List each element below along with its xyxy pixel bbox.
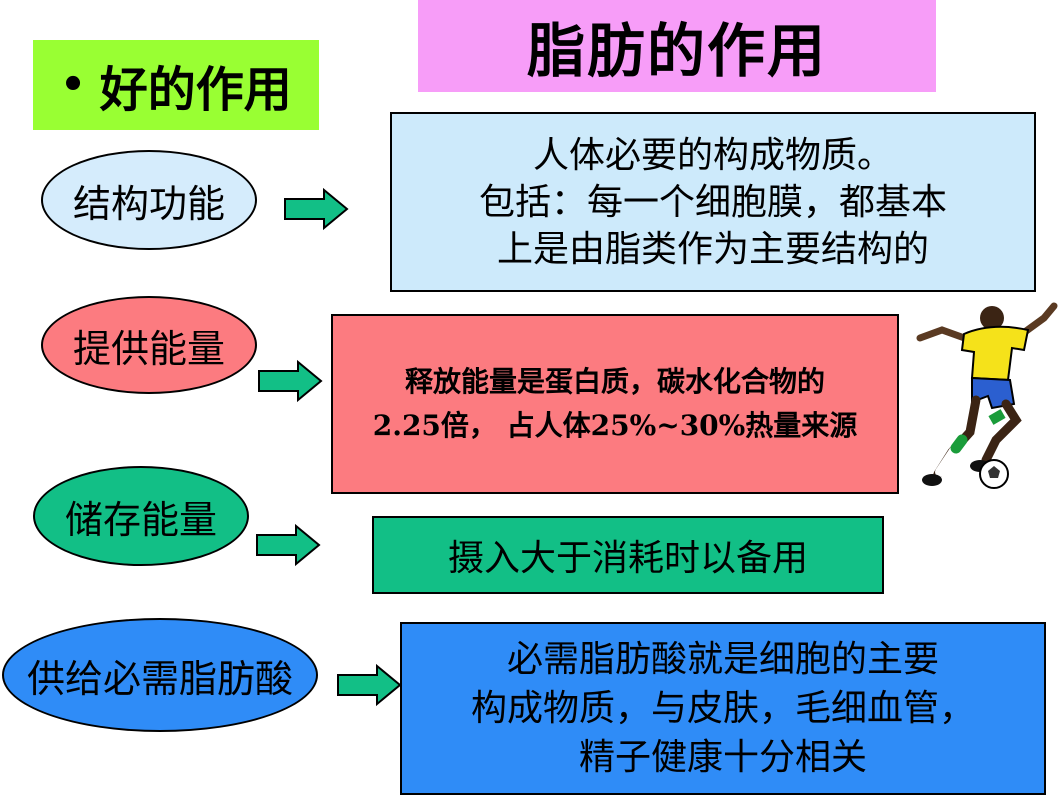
function-oval-storage: 储存能量 [33, 466, 249, 566]
arrow-right-icon [337, 663, 402, 707]
arrow-right-icon [284, 187, 349, 231]
detail-box-storage: 摄入大于消耗时以备用 [372, 516, 884, 594]
detail-line: 构成物质，与皮肤，毛细血管， [470, 688, 975, 729]
arrow-shape [284, 187, 349, 231]
bullet-icon: • [60, 62, 86, 108]
arrow-shape [337, 663, 402, 707]
soccer-player-image [916, 302, 1058, 489]
section-label: • 好的作用 [33, 40, 319, 130]
page-title: 脂肪的作用 [418, 0, 936, 92]
arrow-shape [258, 359, 323, 403]
arrow-right-icon [258, 359, 323, 403]
arrow-shape [256, 523, 321, 567]
detail-line: 精子健康十分相关 [578, 737, 867, 778]
detail-box-energy: 释放能量是蛋白质，碳水化合物的 2.25倍， 占人体25%~30%热量来源 [331, 314, 899, 494]
detail-box-structure: 人体必要的构成物质。 包括：每一个细胞膜，都基本 上是由脂类作为主要结构的 [390, 112, 1036, 292]
function-oval-structure: 结构功能 [41, 150, 257, 250]
detail-line: 必需脂肪酸就是细胞的主要 [506, 639, 939, 680]
section-label-text: 好的作用 [99, 62, 292, 118]
detail-line: 释放能量是蛋白质，碳水化合物的 [404, 365, 825, 398]
detail-line: 人体必要的构成物质。 [532, 134, 893, 176]
arrow-right-icon [256, 523, 321, 567]
detail-box-fatty-acid: 必需脂肪酸就是细胞的主要 构成物质，与皮肤，毛细血管， 精子健康十分相关 [400, 622, 1046, 795]
function-oval-energy: 提供能量 [41, 296, 257, 394]
function-oval-fatty-acid: 供给必需脂肪酸 [2, 618, 318, 732]
detail-line: 摄入大于消耗时以备用 [447, 538, 808, 579]
detail-line: 2.25倍， 占人体25%~30%热量来源 [372, 409, 858, 442]
detail-line: 包括：每一个细胞膜，都基本 [478, 181, 947, 223]
detail-line: 上是由脂类作为主要结构的 [496, 228, 929, 270]
